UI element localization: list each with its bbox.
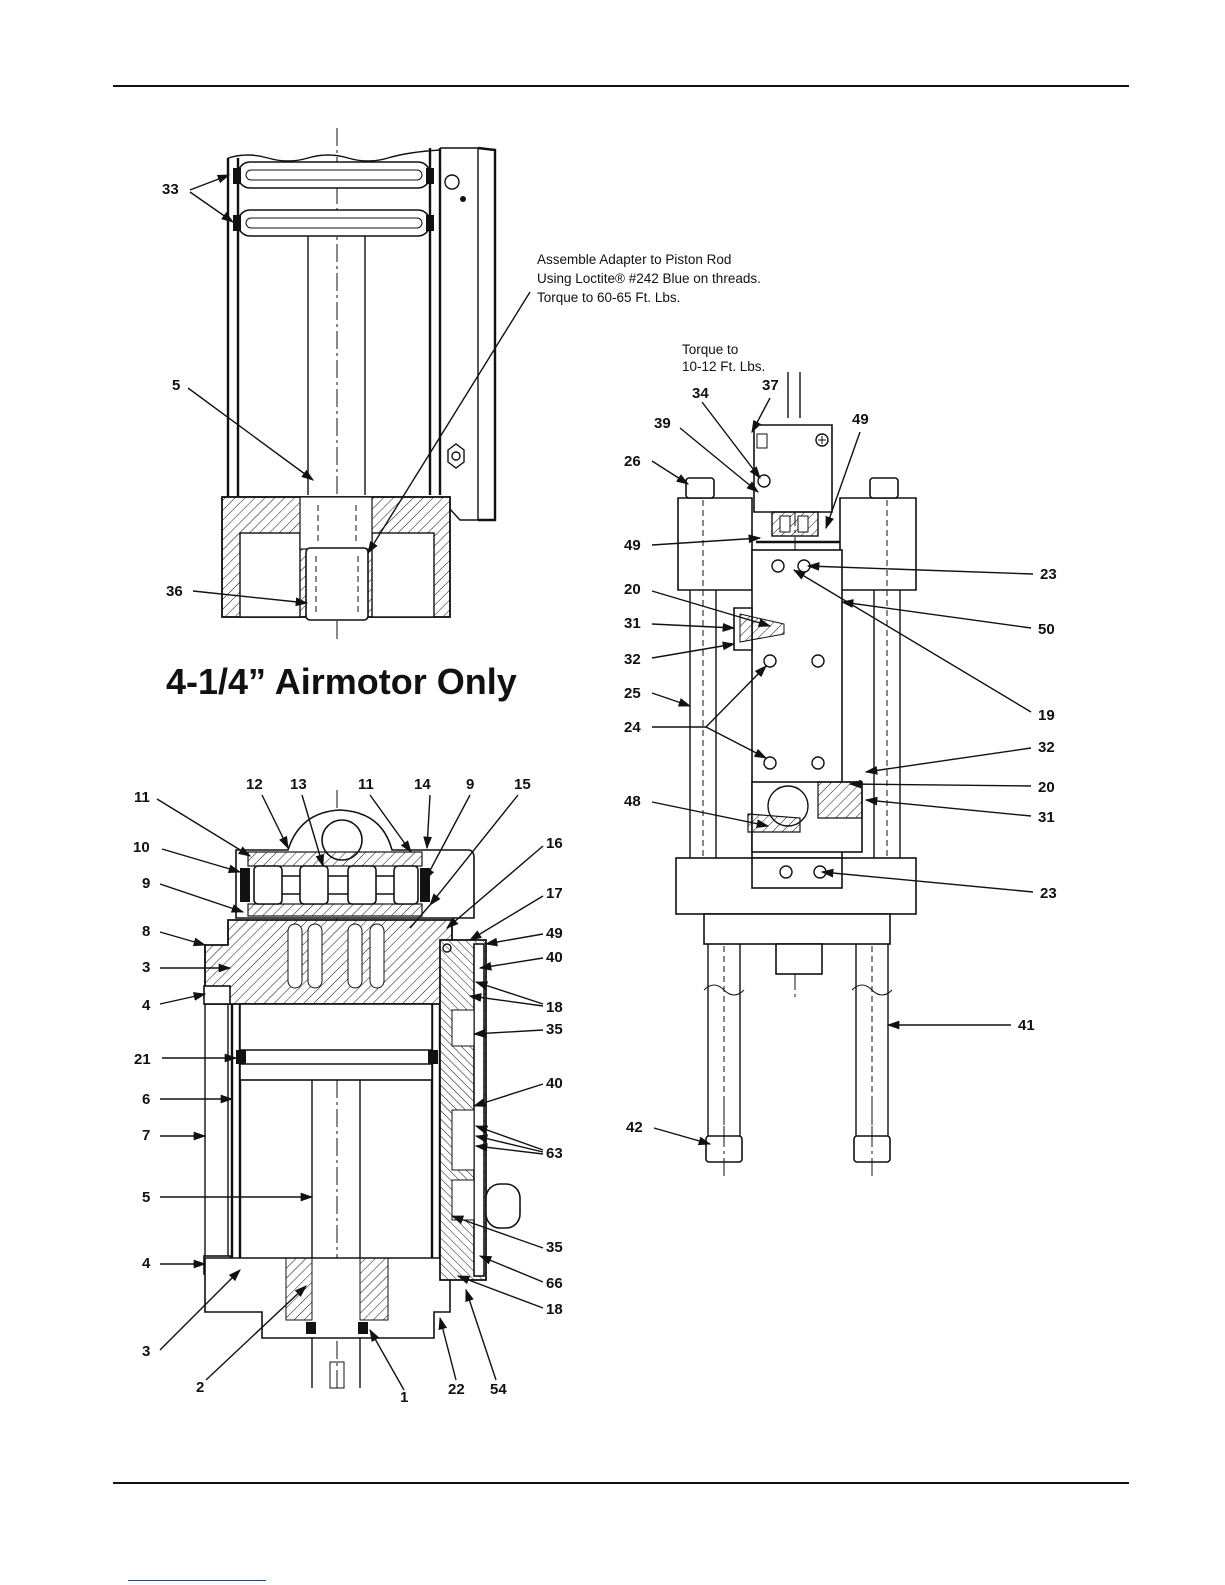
callout-32-upper: 32: [624, 651, 641, 668]
callout-32-lower: 32: [1038, 739, 1055, 756]
callout-34: 34: [692, 385, 709, 402]
callout-7: 7: [142, 1127, 150, 1144]
callout-12: 12: [246, 776, 263, 793]
callout-18-lower: 18: [546, 1301, 563, 1318]
callout-42: 42: [626, 1119, 643, 1136]
section-view-airmotor: [204, 790, 520, 1390]
callout-50: 50: [1038, 621, 1055, 638]
callout-21: 21: [134, 1051, 151, 1068]
note-torque-line-2: 10-12 Ft. Lbs.: [682, 359, 765, 374]
callout-9-left: 9: [142, 875, 150, 892]
callout-6: 6: [142, 1091, 150, 1108]
callout-41: 41: [1018, 1017, 1035, 1034]
callout-37: 37: [762, 377, 779, 394]
callout-13: 13: [290, 776, 307, 793]
callout-36: 36: [166, 583, 183, 600]
callout-33: 33: [162, 181, 179, 198]
callout-49-left: 49: [624, 537, 641, 554]
callout-20-lower: 20: [1038, 779, 1055, 796]
side-view-airmotor: [676, 372, 916, 1176]
note-torque: Torque to 10-12 Ft. Lbs.: [682, 342, 765, 374]
note-adapter: Assemble Adapter to Piston Rod Using Loc…: [537, 252, 761, 305]
callout-3-upper: 3: [142, 959, 150, 976]
callout-14: 14: [414, 776, 431, 793]
callout-23-upper: 23: [1040, 566, 1057, 583]
callout-20-upper: 20: [624, 581, 641, 598]
callout-39: 39: [654, 415, 671, 432]
callout-23-lower: 23: [1040, 885, 1057, 902]
callout-40-lower: 40: [546, 1075, 563, 1092]
callout-4-lower: 4: [142, 1255, 151, 1272]
callout-5-top: 5: [172, 377, 180, 394]
callout-8: 8: [142, 923, 150, 940]
callout-35-lower: 35: [546, 1239, 563, 1256]
callout-31-lower: 31: [1038, 809, 1055, 826]
callout-4-upper: 4: [142, 997, 151, 1014]
callout-26: 26: [624, 453, 641, 470]
note-adapter-line-2: Using Loctite® #242 Blue on threads.: [537, 271, 761, 286]
callout-40-upper: 40: [546, 949, 563, 966]
callout-31-upper: 31: [624, 615, 641, 632]
callout-11-left: 11: [134, 789, 150, 806]
note-adapter-line-3: Torque to 60-65 Ft. Lbs.: [537, 290, 680, 305]
top-view-airmotor: [222, 128, 495, 640]
callout-49-section: 49: [546, 925, 563, 942]
callout-17: 17: [546, 885, 563, 902]
callout-54: 54: [490, 1381, 507, 1398]
callout-9-top: 9: [466, 776, 474, 793]
callout-3-lower: 3: [142, 1343, 150, 1360]
callout-1: 1: [400, 1389, 408, 1406]
callout-2: 2: [196, 1379, 204, 1396]
callout-49-top: 49: [852, 411, 869, 428]
callout-5-section: 5: [142, 1189, 150, 1206]
callout-22: 22: [448, 1381, 465, 1398]
callout-15: 15: [514, 776, 531, 793]
callout-48: 48: [624, 793, 641, 810]
callout-24: 24: [624, 719, 641, 736]
callout-18-upper: 18: [546, 999, 563, 1016]
callout-19: 19: [1038, 707, 1055, 724]
callout-66: 66: [546, 1275, 563, 1292]
callout-63: 63: [546, 1145, 563, 1162]
callout-10: 10: [133, 839, 150, 856]
callout-16: 16: [546, 835, 563, 852]
airmotor-banner: 4-1/4” Airmotor Only: [166, 661, 517, 702]
callout-11-top: 11: [358, 776, 374, 793]
callout-25: 25: [624, 685, 641, 702]
callout-35-upper: 35: [546, 1021, 563, 1038]
note-adapter-line-1: Assemble Adapter to Piston Rod: [537, 252, 731, 267]
note-torque-line-1: Torque to: [682, 342, 738, 357]
